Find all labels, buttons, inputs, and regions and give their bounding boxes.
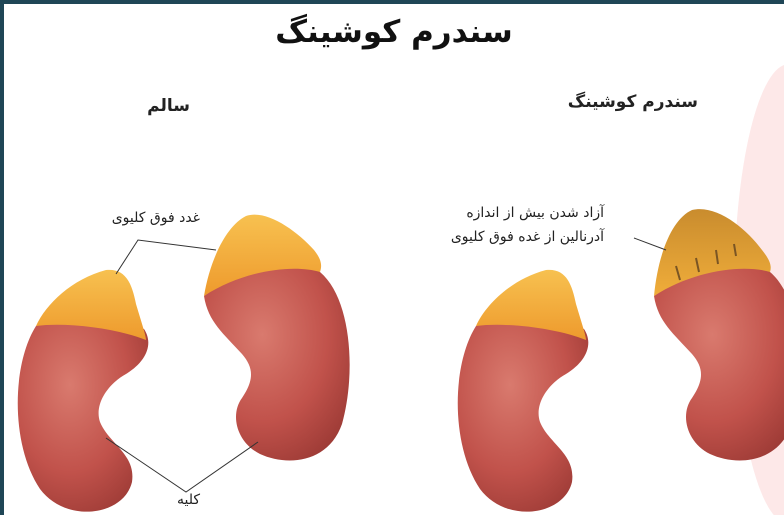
cushing-right-kidney <box>654 267 784 460</box>
kidney-label: کلیه <box>177 489 200 511</box>
healthy-right-kidney <box>204 267 350 460</box>
diagram-canvas: سندرم کوشینگ سالم سندرم کوشینگ <box>4 4 784 515</box>
healthy-left-kidney <box>18 317 149 512</box>
cushing-left-kidney <box>458 317 589 512</box>
adrenal-gland-label: غدد فوق کلیوی <box>112 207 200 229</box>
excess-adrenaline-label-line2: آدرنالین از غده فوق کلیوی <box>451 226 604 248</box>
kidney-illustration <box>4 4 784 515</box>
leader-lines <box>106 238 666 492</box>
excess-adrenaline-label-line1: آزاد شدن بیش از اندازه <box>466 202 604 224</box>
